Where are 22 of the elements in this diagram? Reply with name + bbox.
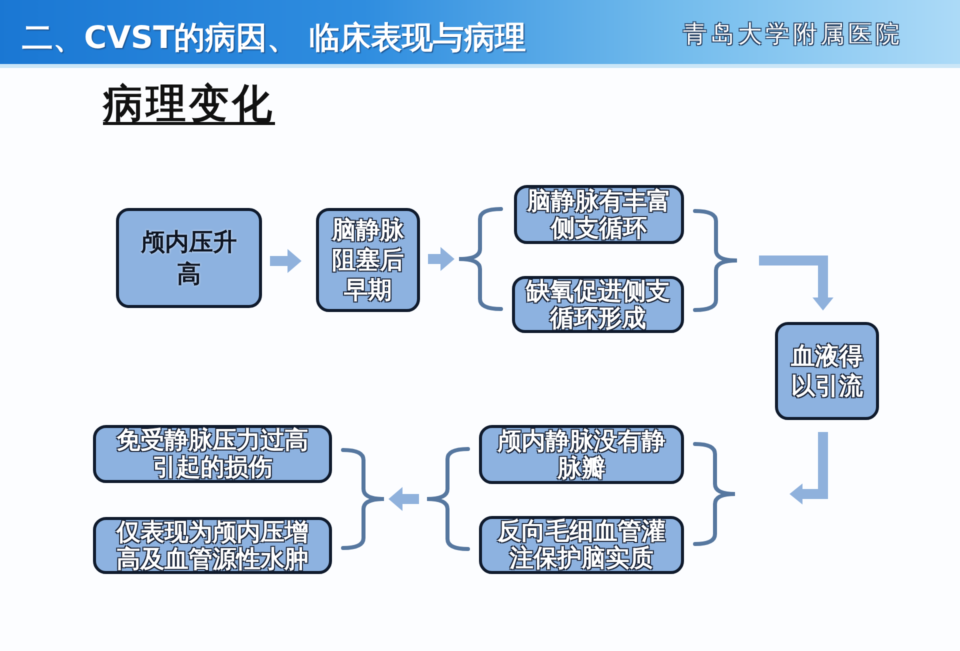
arrow (428, 247, 454, 271)
process-box: 缺氧促进侧支循环形成 (512, 276, 684, 333)
slide-title: 二、CVST的病因、 临床表现与病理 (22, 19, 526, 58)
section-heading: 病理变化 (103, 80, 275, 128)
arrow (270, 249, 302, 273)
curly-brace (341, 448, 386, 550)
curly-brace (693, 209, 739, 312)
arrow (388, 487, 419, 511)
process-box: 血液得以引流 (775, 322, 879, 420)
bent-arrow (790, 432, 828, 504)
curly-brace (693, 442, 737, 546)
process-box: 颅内静脉没有静脉瓣 (479, 425, 684, 484)
process-box: 反向毛细血管灌注保护脑实质 (479, 516, 684, 574)
bent-arrow (759, 256, 834, 310)
process-box: 仅表现为颅内压增高及血管源性水肿 (93, 517, 332, 574)
curly-brace (457, 207, 503, 311)
curly-brace (425, 447, 470, 551)
hospital-name: 青岛大学附属医院 (683, 19, 903, 50)
process-box: 颅内压升高 (116, 208, 262, 308)
process-box: 免受静脉压力过高引起的损伤 (93, 425, 332, 483)
process-box: 脑静脉阻塞后早期 (316, 208, 420, 312)
process-box: 脑静脉有丰富侧支循环 (514, 185, 684, 244)
